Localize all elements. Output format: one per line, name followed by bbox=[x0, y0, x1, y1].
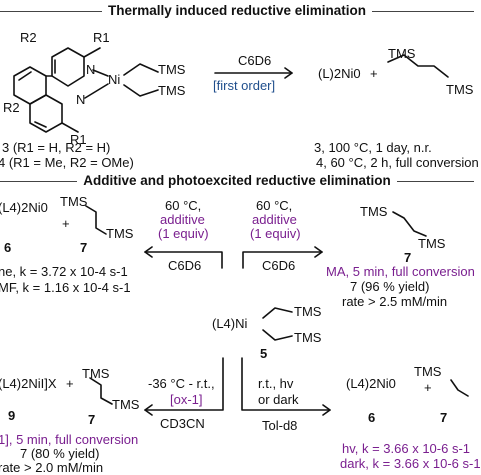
ul-plus: + bbox=[62, 216, 70, 231]
ul-temp: 60 °C, bbox=[165, 198, 202, 213]
ni-tms-arm-bottom bbox=[123, 84, 159, 97]
ll-number-7: 7 bbox=[88, 412, 96, 427]
thermal-product-nickel: (L)2Ni0 bbox=[318, 66, 361, 81]
thermal-product-tms-bottom: TMS bbox=[446, 82, 474, 97]
header-thermal: Thermally induced reductive elimination bbox=[0, 3, 474, 19]
complex-tms-top: TMS bbox=[158, 62, 186, 77]
header-additive: Additive and photoexcited reductive elim… bbox=[0, 173, 474, 189]
ni-tms-arm-top bbox=[123, 63, 159, 76]
lr-number-7: 7 bbox=[440, 410, 448, 425]
lr-number-6: 6 bbox=[368, 410, 376, 425]
ul-rate-1: ne, k = 3.72 x 10-4 s-1 bbox=[0, 264, 128, 279]
ur-additive: additive bbox=[252, 212, 297, 227]
arrow-lower-left bbox=[144, 357, 224, 411]
ll-oxidant: [ox-1] bbox=[170, 392, 203, 407]
compound-4-label: 4 (R1 = Me, R2 = OMe) bbox=[0, 155, 134, 170]
ur-number-7: 7 bbox=[404, 250, 412, 265]
ur-line-2: 7 (96 % yield) bbox=[350, 279, 430, 294]
ul-tms-top: TMS bbox=[60, 194, 88, 209]
lr-nickel: (L4)2Ni0 bbox=[346, 376, 396, 391]
center-number: 5 bbox=[260, 346, 268, 361]
r1-top: R1 bbox=[93, 30, 110, 45]
thermal-plus: + bbox=[370, 66, 378, 81]
ul-equiv: (1 equiv) bbox=[158, 226, 209, 241]
result-4: 4, 60 °C, 2 h, full conversion bbox=[316, 155, 479, 170]
lr-hv-line: hv, k = 3.66 x 10-6 s-1 bbox=[342, 441, 471, 456]
ll-product-chain bbox=[89, 377, 113, 405]
ll-nickel: (L4)2NiI]X bbox=[0, 376, 57, 391]
ur-tms-top: TMS bbox=[360, 204, 388, 219]
lr-tms: TMS bbox=[414, 364, 442, 379]
r2-bottom: R2 bbox=[3, 100, 20, 115]
center-tms-bottom: TMS bbox=[294, 330, 322, 345]
ll-tms-top: TMS bbox=[82, 366, 110, 381]
r1-bottom: R1 bbox=[70, 132, 87, 147]
center-tms-top: TMS bbox=[294, 304, 322, 319]
ul-tms-bottom: TMS bbox=[106, 226, 134, 241]
center-tms-arm-top bbox=[262, 307, 293, 319]
ll-plus: + bbox=[66, 376, 74, 391]
thermal-solvent: C6D6 bbox=[238, 53, 272, 68]
lr-product-chain bbox=[450, 379, 469, 397]
ll-number-9: 9 bbox=[8, 408, 16, 423]
lr-cond-2: or dark bbox=[258, 392, 299, 407]
lr-dark-line: dark, k = 3.66 x 10-6 s-1 bbox=[340, 456, 481, 471]
complex-tms-bottom: TMS bbox=[158, 83, 186, 98]
ll-line-1: 1], 5 min, full conversion bbox=[0, 432, 139, 447]
ur-line-1: MA, 5 min, full conversion bbox=[326, 264, 475, 279]
ur-equiv: (1 equiv) bbox=[250, 226, 301, 241]
center-tms-arm-bottom bbox=[262, 329, 293, 341]
atom-n-bottom: N bbox=[76, 92, 86, 107]
ur-line-3: rate > 2.5 mM/min bbox=[342, 294, 448, 309]
lr-plus: + bbox=[424, 380, 432, 395]
center-nickel: (L4)Ni bbox=[212, 316, 248, 331]
ul-number-ni: 6 bbox=[4, 240, 12, 255]
arrow-upper-left bbox=[144, 251, 223, 269]
ll-solvent: CD3CN bbox=[160, 416, 205, 431]
ur-solvent: C6D6 bbox=[262, 258, 296, 273]
thermal-product-tms-top: TMS bbox=[388, 46, 416, 61]
ll-tms-bottom: TMS bbox=[112, 397, 140, 412]
r2-top: R2 bbox=[20, 30, 37, 45]
lr-cond-1: r.t., hv bbox=[258, 376, 294, 391]
n-ni-bond-bottom bbox=[84, 83, 109, 99]
ul-nickel: (L4)2Ni0 bbox=[0, 200, 48, 215]
arrow-upper-right bbox=[242, 251, 323, 269]
ll-line-2: 7 (80 % yield) bbox=[20, 446, 100, 461]
result-3: 3, 100 °C, 1 day, n.r. bbox=[314, 140, 432, 155]
ll-temp: -36 °C - r.t., bbox=[148, 376, 215, 391]
ur-tms-bottom: TMS bbox=[418, 236, 446, 251]
ur-product-chain bbox=[392, 211, 427, 237]
ur-temp: 60 °C, bbox=[256, 198, 293, 213]
ul-rate-2: MF, k = 1.16 x 10-4 s-1 bbox=[0, 280, 131, 295]
atom-ni: Ni bbox=[108, 72, 121, 87]
ll-line-3: rate > 2.0 mM/min bbox=[0, 460, 104, 475]
lr-solvent: Tol-d8 bbox=[262, 418, 298, 433]
ul-product-chain bbox=[85, 205, 107, 235]
ul-solvent: C6D6 bbox=[168, 258, 202, 273]
phenanthroline-ligand bbox=[13, 47, 101, 133]
ul-number-7: 7 bbox=[80, 240, 88, 255]
n-ni-bond-top bbox=[92, 69, 109, 77]
atom-n-top: N bbox=[86, 62, 96, 77]
ul-additive: additive bbox=[160, 212, 205, 227]
arrow-lower-right bbox=[241, 357, 331, 411]
compound-3-label: 3 (R1 = H, R2 = H) bbox=[2, 140, 111, 155]
thermal-order: [first order] bbox=[213, 78, 276, 93]
thermal-product-chain bbox=[387, 54, 449, 78]
